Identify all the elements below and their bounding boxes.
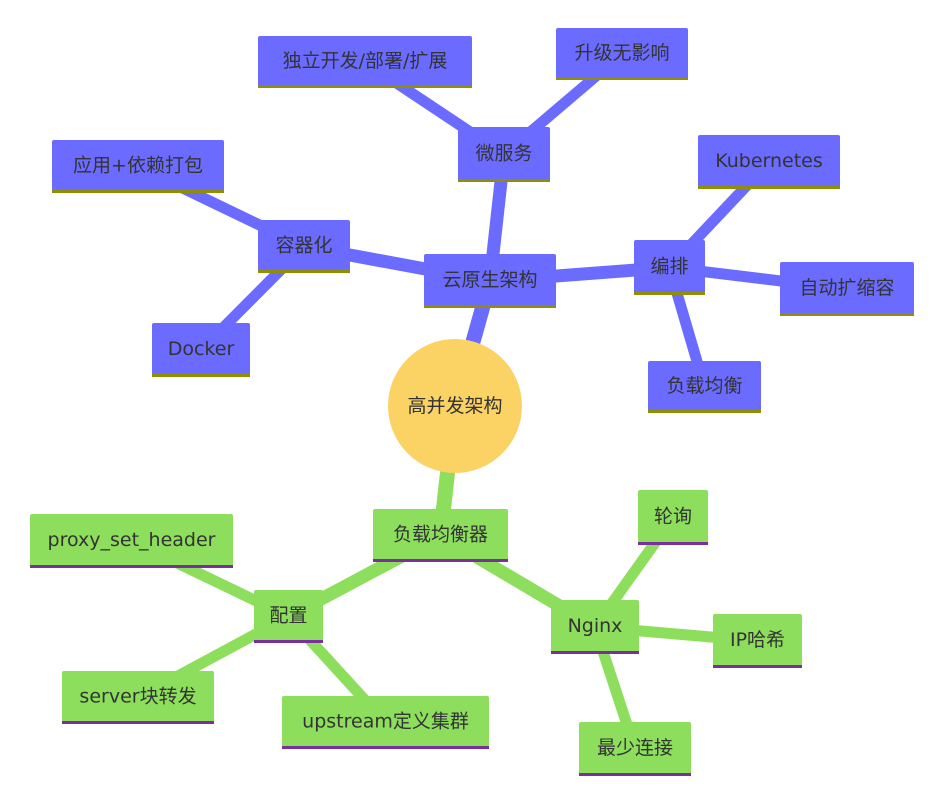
node-underline	[373, 559, 508, 562]
node-box	[638, 490, 708, 545]
node-label: upstream定义集群	[302, 711, 469, 733]
node-underline	[282, 746, 489, 749]
node-label: 最少连接	[597, 737, 673, 759]
node-underline	[424, 305, 556, 308]
node-nginx[interactable]: Nginx	[551, 600, 639, 654]
node-label: 容器化	[275, 235, 332, 257]
node-upgrade-no-impact[interactable]: 升级无影响	[556, 28, 688, 80]
node-underline	[556, 77, 688, 80]
node-docker[interactable]: Docker	[152, 323, 250, 377]
node-underline	[458, 179, 550, 182]
center-label: 高并发架构	[407, 395, 502, 417]
node-label: IP哈希	[730, 629, 785, 651]
node-label: 微服务	[475, 143, 532, 165]
node-underline	[152, 374, 250, 377]
node-load-balancer[interactable]: 负载均衡器	[373, 509, 508, 562]
node-kubernetes[interactable]: Kubernetes	[698, 135, 840, 189]
node-underline	[258, 85, 472, 88]
node-center[interactable]: 高并发架构	[388, 339, 522, 473]
node-round-robin[interactable]: 轮询	[638, 490, 708, 545]
node-underline	[258, 270, 350, 273]
node-cloud-native[interactable]: 云原生架构	[424, 254, 556, 308]
node-box	[254, 590, 323, 643]
node-box	[30, 514, 233, 568]
node-label: 配置	[269, 605, 307, 627]
node-label: proxy_set_header	[48, 529, 216, 551]
node-microservices[interactable]: 微服务	[458, 127, 550, 182]
node-underline	[62, 721, 214, 724]
node-underline	[713, 665, 802, 668]
node-app-dependency-packaging[interactable]: 应用+依赖打包	[52, 140, 224, 193]
node-server-block-forward[interactable]: server块转发	[62, 671, 214, 724]
node-independent-dev[interactable]: 独立开发/部署/扩展	[258, 36, 472, 88]
node-autoscaling[interactable]: 自动扩缩容	[780, 262, 914, 316]
node-underline	[30, 565, 233, 568]
node-configuration[interactable]: 配置	[254, 590, 323, 643]
node-box	[52, 140, 224, 193]
node-box	[282, 696, 489, 749]
node-box	[579, 722, 691, 776]
node-underline	[52, 190, 224, 193]
node-ip-hash[interactable]: IP哈希	[713, 614, 802, 668]
node-box	[698, 135, 840, 189]
node-box	[152, 323, 250, 377]
node-underline	[551, 651, 639, 654]
node-label: Nginx	[568, 615, 623, 637]
node-underline	[648, 410, 761, 413]
node-label: 应用+依赖打包	[73, 155, 203, 177]
node-box	[424, 254, 556, 308]
node-label: Docker	[168, 338, 235, 360]
node-load-balancing[interactable]: 负载均衡	[648, 361, 761, 413]
node-box	[780, 262, 914, 316]
node-label: Kubernetes	[715, 150, 823, 172]
node-label: 编排	[650, 256, 688, 278]
node-underline	[780, 313, 914, 316]
center-circle	[388, 339, 522, 473]
node-box	[556, 28, 688, 80]
node-upstream-cluster[interactable]: upstream定义集群	[282, 696, 489, 749]
node-label: 云原生架构	[442, 269, 537, 291]
node-label: 负载均衡器	[393, 524, 488, 546]
node-label: 自动扩缩容	[799, 277, 894, 299]
node-box	[551, 600, 639, 654]
node-containerization[interactable]: 容器化	[258, 220, 350, 273]
node-box	[648, 361, 761, 413]
node-label: server块转发	[79, 686, 196, 708]
node-box	[713, 614, 802, 668]
node-proxy-set-header[interactable]: proxy_set_header	[30, 514, 233, 568]
node-box	[373, 509, 508, 562]
node-label: 升级无影响	[574, 42, 669, 64]
node-label: 独立开发/部署/扩展	[283, 50, 448, 72]
node-underline	[254, 640, 323, 643]
node-label: 负载均衡	[666, 375, 742, 397]
node-least-connections[interactable]: 最少连接	[579, 722, 691, 776]
node-box	[458, 127, 550, 182]
node-label: 轮询	[654, 506, 692, 528]
node-box	[634, 240, 705, 295]
node-underline	[638, 542, 708, 545]
node-box	[258, 36, 472, 88]
node-underline	[634, 292, 705, 295]
node-orchestration[interactable]: 编排	[634, 240, 705, 295]
node-underline	[579, 773, 691, 776]
node-box	[258, 220, 350, 273]
node-underline	[698, 186, 840, 189]
node-box	[62, 671, 214, 724]
